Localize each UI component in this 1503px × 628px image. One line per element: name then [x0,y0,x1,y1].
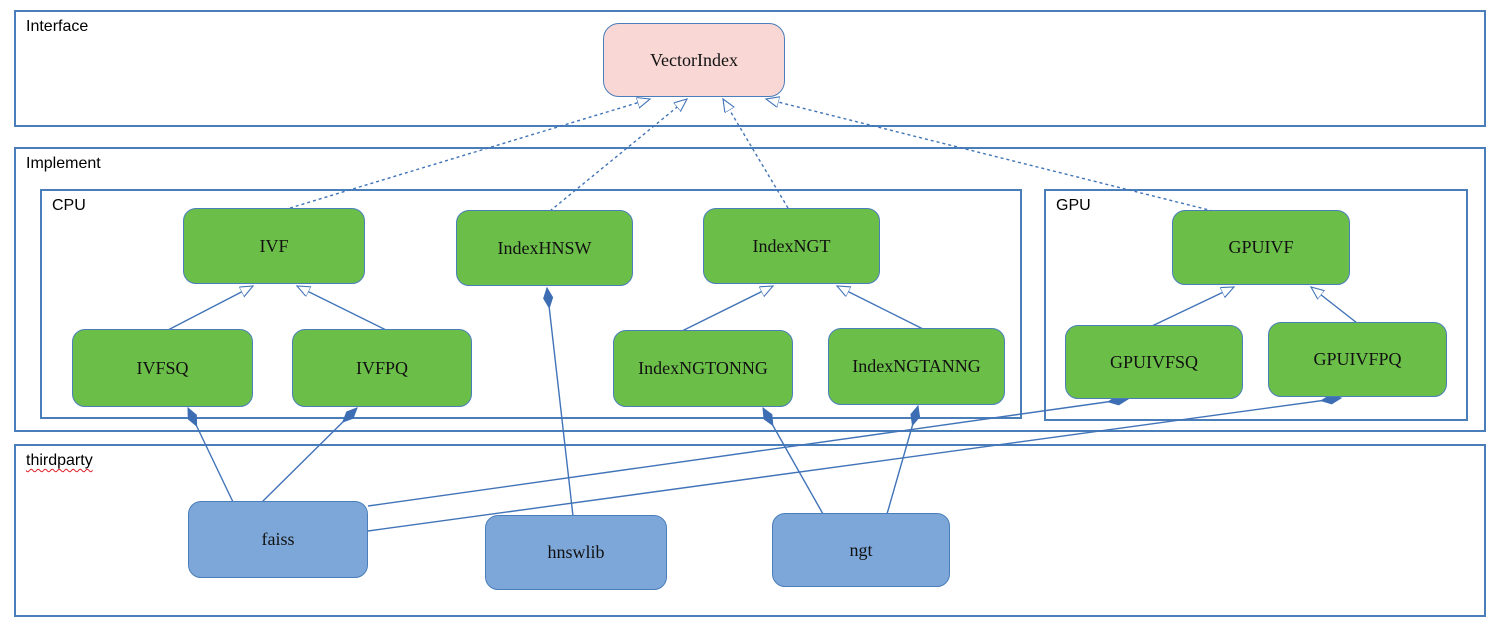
node-indexngtonng[interactable]: IndexNGTONNG [613,330,793,407]
container-cpu-label: CPU [52,197,86,214]
node-ivfpq[interactable]: IVFPQ [292,329,472,407]
node-ngt-label: ngt [849,539,873,560]
container-thirdparty-label: thirdparty [26,452,93,469]
node-gpuivfpq-label: GPUIVFPQ [1313,349,1402,369]
node-hnswlib-label: hnswlib [547,542,605,562]
node-indexhnsw-label: IndexHNSW [497,237,592,258]
node-ivfpq-label: IVFPQ [355,357,408,378]
node-ivfsq-label: IVFSQ [136,357,189,378]
container-gpu-label: GPU [1056,197,1091,214]
node-gpuivfsq[interactable]: GPUIVFSQ [1065,325,1243,399]
node-ivfsq[interactable]: IVFSQ [72,329,253,407]
node-gpuivf[interactable]: GPUIVF [1172,210,1350,285]
node-gpuivf-label: GPUIVF [1228,237,1294,257]
node-gpuivfpq[interactable]: GPUIVFPQ [1268,322,1447,397]
node-indexngtanng-label: IndexNGTANNG [852,356,981,376]
node-indexhnsw[interactable]: IndexHNSW [456,210,633,286]
node-ivf[interactable]: IVF [183,208,365,284]
node-indexngt-label: IndexNGT [752,235,831,256]
node-faiss-label: faiss [261,529,295,549]
node-gpuivfsq-label: GPUIVFSQ [1109,351,1199,372]
container-implement-label: Implement [26,155,101,172]
node-ivf-label: IVF [259,235,289,256]
container-interface-label: Interface [26,18,89,35]
node-indexngtonng-label: IndexNGTONNG [638,358,768,378]
node-hnswlib[interactable]: hnswlib [485,515,667,590]
node-vectorindex[interactable]: VectorIndex [603,23,785,97]
node-indexngt[interactable]: IndexNGT [703,208,880,284]
node-vectorindex-label: VectorIndex [650,49,738,70]
node-ngt[interactable]: ngt [772,513,950,587]
node-faiss[interactable]: faiss [188,501,368,578]
node-indexngtanng[interactable]: IndexNGTANNG [828,328,1005,405]
